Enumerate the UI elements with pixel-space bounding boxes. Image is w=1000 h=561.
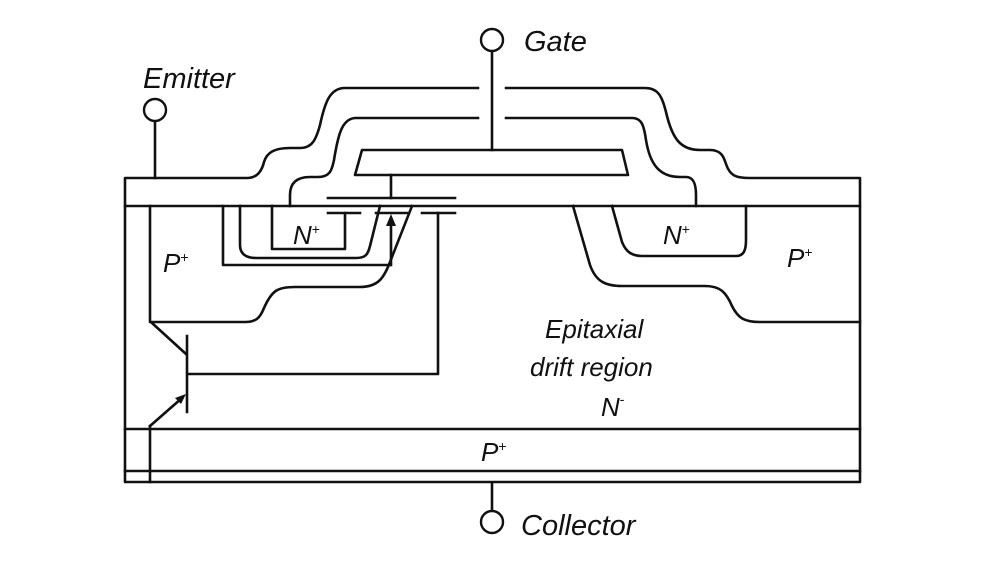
n-plus-source-left-outer	[238, 204, 382, 260]
p-plus-well-left	[148, 204, 414, 324]
n-plus-right-label: N+	[663, 220, 690, 250]
emitter-metal-outline	[123, 86, 862, 208]
bjt-collector-leg	[150, 321, 188, 356]
parasitic-bjt	[148, 321, 189, 484]
p-body-left	[221, 204, 392, 267]
p-plus-right-label: P+	[787, 243, 813, 273]
gate-terminal-circle	[479, 27, 505, 53]
bjt-emitter-leg	[148, 396, 184, 428]
p-plus-substrate-label: P+	[481, 437, 507, 467]
emitter-label: Emitter	[143, 63, 236, 95]
collector-terminal: Collector	[479, 481, 637, 542]
collector-terminal-circle	[479, 509, 505, 535]
n-plus-left-label: N+	[293, 220, 320, 250]
collector-label: Collector	[521, 510, 637, 542]
gate-polysilicon	[353, 148, 630, 177]
bjt-emitter-arrow-icon	[175, 394, 186, 404]
p-plus-left-label: P+	[163, 248, 189, 278]
device-body	[123, 204, 862, 484]
mosfet-drain-to-bjt-base-wire	[187, 211, 440, 376]
gate-terminal: Gate	[479, 26, 587, 152]
drift-doping-label: N-	[601, 391, 625, 422]
drift-region-label-line1: Epitaxial	[545, 314, 644, 344]
gate-oxide-outline	[288, 116, 698, 208]
gate-label: Gate	[524, 26, 587, 58]
emitter-terminal-circle	[142, 97, 168, 123]
drift-region-label-line2: drift region	[530, 352, 653, 382]
n-plus-source-left-inner	[270, 204, 347, 251]
emitter-terminal: Emitter	[142, 63, 236, 180]
mosfet-body-arrow-icon	[386, 214, 396, 226]
p-plus-well-right	[571, 204, 862, 324]
n-plus-source-right	[610, 204, 748, 258]
